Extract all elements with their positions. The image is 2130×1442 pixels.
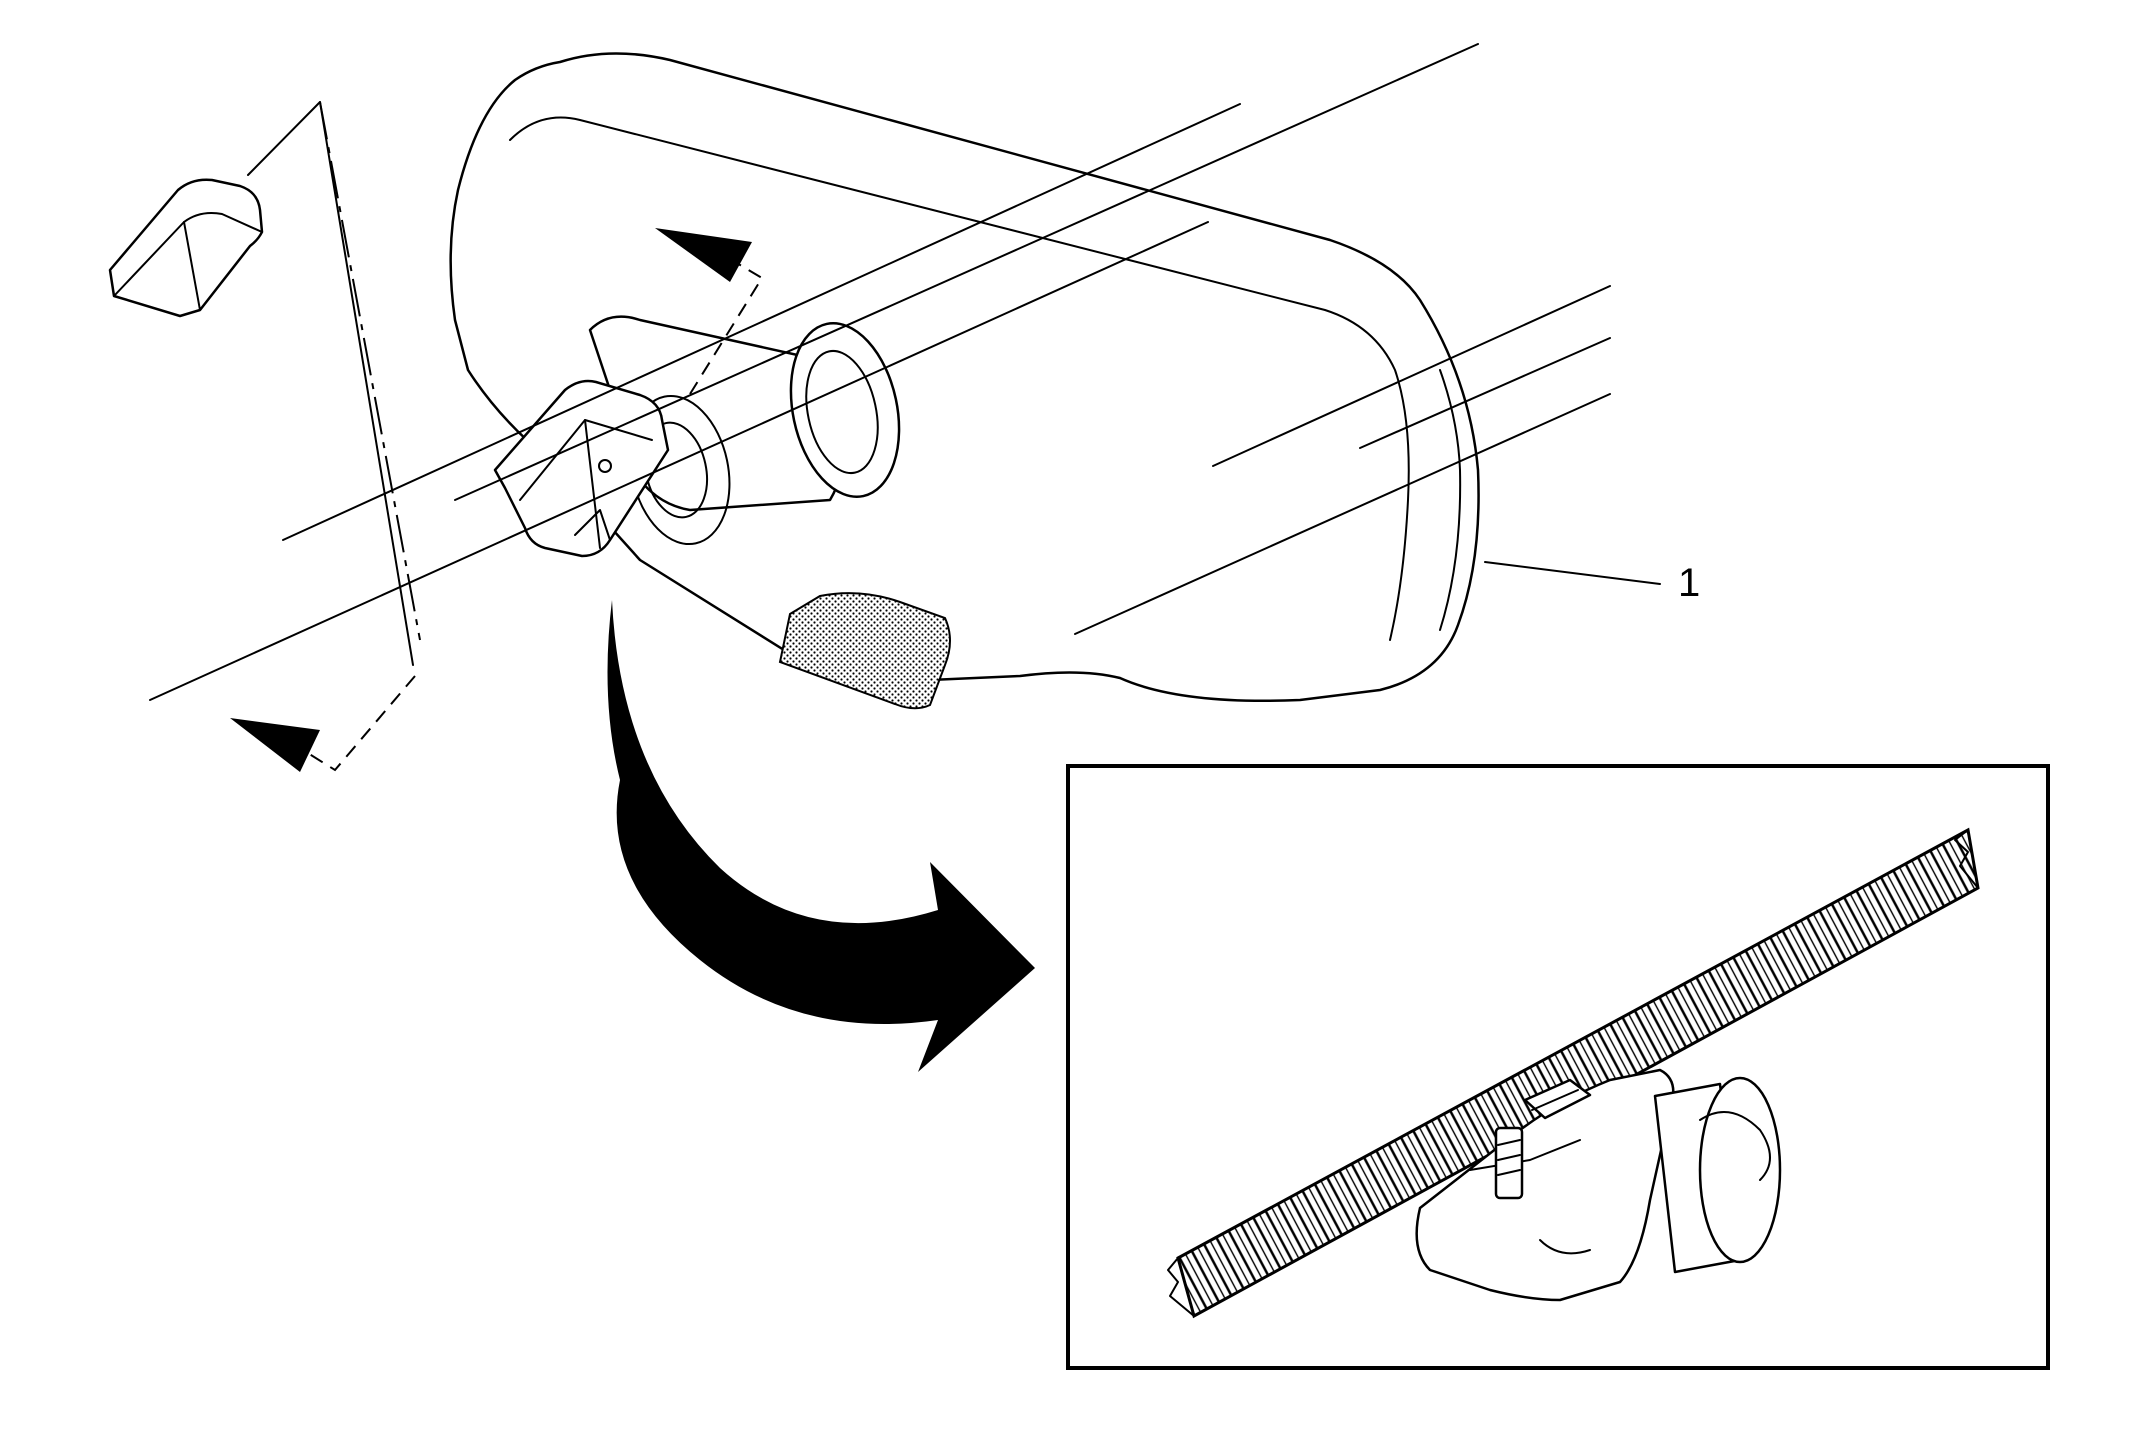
construction-lines <box>149 43 1611 701</box>
callout-1-label: 1 <box>1678 561 1700 605</box>
removal-motion-arrows <box>230 228 764 772</box>
hand-icon <box>1415 1068 1675 1302</box>
windshield-glass-icon <box>1167 827 1980 1319</box>
callout-1: 1 <box>1484 561 1700 605</box>
mirror-assembly-icon <box>449 52 1480 710</box>
detail-support-button <box>1494 1078 1592 1200</box>
detail-inset <box>1066 764 2050 1370</box>
mirror-head-detail <box>1653 1076 1782 1274</box>
mirror-support-button-icon <box>108 178 264 318</box>
windshield-plane <box>247 101 421 666</box>
transition-arrow-icon <box>607 600 1035 1072</box>
